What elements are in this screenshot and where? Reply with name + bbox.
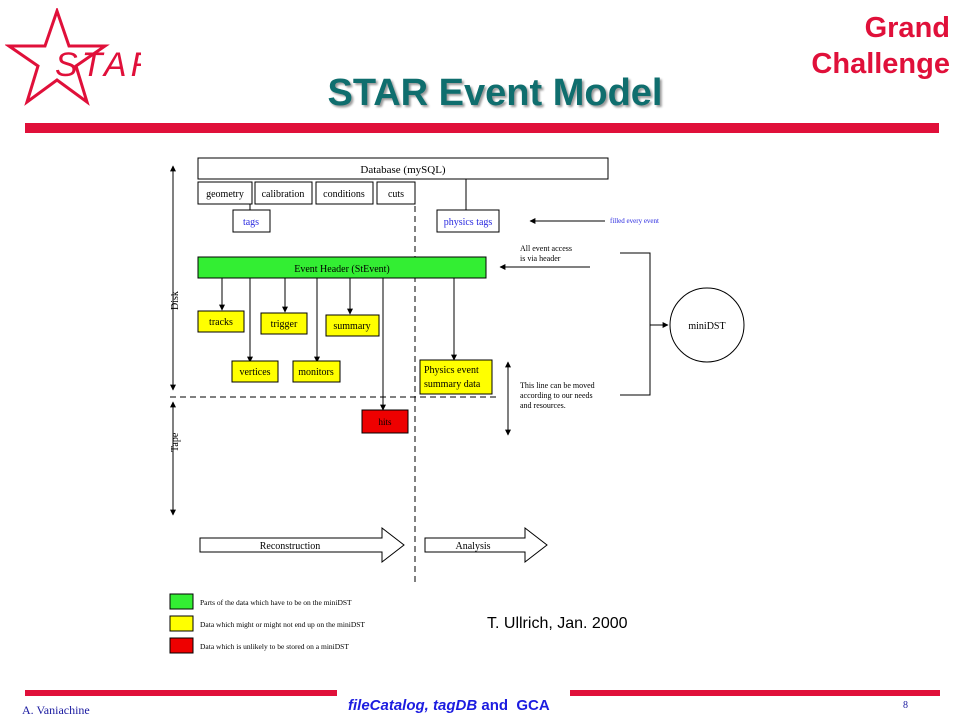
db-geometry-box: [197, 181, 253, 205]
db-geometry-label: geometry: [206, 189, 244, 200]
star-logo: STAR: [5, 8, 141, 106]
minidst-label: miniDST: [688, 321, 725, 332]
physics-tags-box: [436, 209, 500, 233]
physics-event-label-1: Physics event: [424, 365, 479, 376]
top-divider: [25, 123, 939, 133]
challenge-line: Challenge: [811, 48, 950, 80]
footer-center-plain: and GCA: [477, 697, 550, 714]
tags-label: tags: [243, 217, 259, 228]
bottom-divider-left: [25, 690, 337, 696]
bottom-divider-right: [570, 690, 940, 696]
disk-label: Disk: [170, 291, 181, 310]
db-cuts-label: cuts: [388, 189, 404, 200]
database-box: [197, 157, 609, 180]
monitors-label: monitors: [298, 367, 334, 378]
trigger-label: trigger: [271, 319, 298, 330]
database-label: Database (mySQL): [360, 164, 446, 176]
monitors-box: [292, 360, 341, 383]
page-title: STAR Event Model: [327, 72, 663, 114]
vertices-label: vertices: [239, 367, 270, 378]
minidst-circle: [669, 287, 745, 363]
star-logo-icon: [5, 8, 110, 106]
legend-label-yellow: Data which might or might not end up on …: [200, 620, 365, 629]
summary-label: summary: [333, 321, 370, 332]
footer-center-italic: fileCatalog, tagDB: [348, 697, 478, 714]
db-conditions-box: [315, 181, 374, 205]
footer-center: fileCatalog, tagDB and GCA: [348, 697, 550, 714]
physics-tags-label: physics tags: [444, 217, 493, 228]
tracks-box: [197, 310, 245, 333]
legend-swatch-red: [169, 637, 194, 654]
summary-box: [325, 314, 380, 337]
db-calibration-label: calibration: [262, 189, 305, 200]
reconstruction-label: Reconstruction: [260, 541, 321, 552]
db-cuts-box: [376, 181, 416, 205]
analysis-arrow: [424, 526, 548, 564]
tags-box: [232, 209, 271, 233]
tracks-label: tracks: [209, 317, 233, 328]
line-note-2: according to our needs: [520, 391, 593, 400]
event-header-label: Event Header (StEvent): [294, 264, 390, 275]
vertices-box: [231, 360, 279, 383]
line-note-3: and resources.: [520, 401, 566, 410]
db-calibration-box: [254, 181, 313, 205]
reconstruction-arrow: [199, 526, 405, 564]
hits-label: hits: [378, 417, 392, 427]
tape-label: Tape: [170, 432, 181, 452]
event-header-box: [197, 256, 487, 279]
legend-label-green: Parts of the data which have to be on th…: [200, 598, 352, 607]
filled-note: filled every event: [610, 217, 659, 225]
legend-swatch-green: [169, 593, 194, 610]
page-number: 8: [903, 700, 908, 711]
hits-box: [361, 409, 409, 434]
credit-text: T. Ullrich, Jan. 2000: [487, 615, 628, 632]
event-model-diagram: Disk Tape Database (mySQL) geometry cali…: [169, 157, 745, 654]
analysis-label: Analysis: [456, 541, 491, 552]
line-note-1: This line can be moved: [520, 381, 595, 390]
access-note-1: All event access: [520, 244, 572, 253]
minidst-bracket: [620, 252, 651, 396]
physics-event-box: [419, 359, 493, 395]
legend-label-red: Data which is unlikely to be stored on a…: [200, 642, 349, 651]
grand-challenge-label: Grand Challenge: [811, 10, 950, 82]
legend-swatch-yellow: [169, 615, 194, 632]
access-note-2: is via header: [520, 254, 561, 263]
physics-event-label-2: summary data: [424, 379, 481, 390]
grand-line: Grand: [864, 12, 950, 44]
footer-author: A. Vaniachine: [22, 703, 90, 717]
db-conditions-label: conditions: [323, 189, 365, 200]
star-logo-text: STAR: [55, 46, 141, 84]
trigger-box: [260, 312, 308, 335]
